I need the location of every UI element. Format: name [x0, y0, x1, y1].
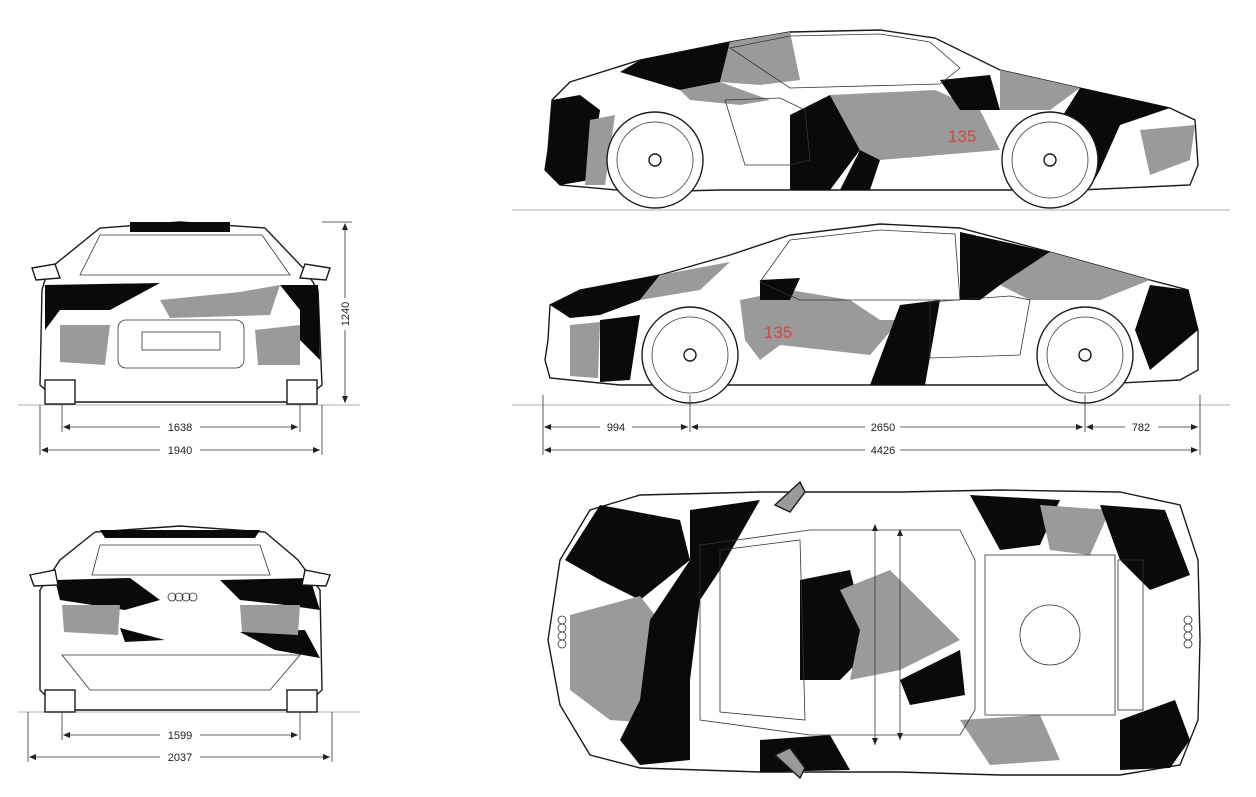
rear-hub [1078, 348, 1092, 362]
camo-patch [565, 505, 690, 600]
camo-patch [960, 232, 1050, 300]
camo-patch [790, 95, 860, 190]
rear-wheel [1036, 306, 1134, 404]
camo-number-label: 135 [764, 323, 792, 342]
right-mirror [299, 263, 331, 281]
front-view: 1240 1638 1940 [18, 221, 360, 457]
right-mirror [301, 569, 331, 587]
logo-ring [167, 592, 177, 602]
logo-ring [188, 592, 198, 602]
front-track-dim: 1638 [168, 422, 192, 434]
left-mirror [29, 569, 59, 587]
windshield [79, 234, 291, 276]
rear-track-dim: 1599 [168, 730, 192, 742]
rear-rim [1011, 121, 1089, 199]
front-hub [648, 153, 662, 167]
camo-patch [255, 325, 300, 365]
camo-patch [545, 95, 600, 185]
license-plate [141, 331, 221, 351]
camo-patch [1100, 505, 1190, 590]
front-rim [616, 121, 694, 199]
camo-patch [60, 325, 110, 365]
logo-ring [1183, 639, 1193, 649]
side-view-bottom: 135 994 2650 782 4426 [512, 223, 1230, 457]
camo-patch [120, 628, 165, 642]
camo-patch [45, 283, 160, 330]
camo-patch [1040, 505, 1110, 555]
rear-view: 1599 2037 [18, 525, 360, 764]
camo-patch [570, 322, 600, 378]
cockpit-outline [699, 529, 976, 736]
rear-vent [1117, 559, 1144, 711]
rear-window [91, 544, 271, 576]
logo-ring [557, 639, 567, 649]
windshield [719, 539, 806, 721]
front-grille [117, 319, 245, 369]
camo-patch [1000, 252, 1150, 300]
window-line [728, 33, 961, 89]
camo-patch [760, 278, 800, 300]
camo-patch [960, 715, 1060, 765]
camo-patch [870, 300, 940, 385]
length-dim: 4426 [871, 445, 895, 457]
camo-patch [1135, 285, 1198, 370]
rear-overhang-dim: 782 [1132, 422, 1150, 434]
front-overhang-dim: 994 [607, 422, 625, 434]
top-view [547, 480, 1201, 780]
camo-number-label: 135 [948, 127, 976, 146]
width-dim: 1940 [168, 445, 192, 457]
left-mirror [773, 480, 806, 513]
camo-patch [280, 285, 320, 360]
camo-patch [55, 578, 160, 610]
engine-detail [1019, 604, 1081, 666]
engine-bay [984, 554, 1116, 716]
camo-patch [740, 290, 900, 360]
camo-patch [720, 32, 800, 85]
camo-patch [620, 500, 760, 765]
camo-patch [940, 75, 1000, 110]
logo-ring [174, 592, 184, 602]
camo-patch [620, 42, 730, 90]
camo-patch [600, 315, 640, 382]
right-tire [286, 379, 318, 405]
front-wheel [606, 111, 704, 209]
left-tire [44, 689, 76, 713]
logo-ring [181, 592, 191, 602]
wheelbase-dim: 2650 [871, 422, 895, 434]
camo-patch [62, 605, 120, 635]
camo-patch [220, 578, 320, 610]
rear-hub [1043, 153, 1057, 167]
front-hub [683, 348, 697, 362]
front-rim [651, 316, 729, 394]
camo-patch [160, 285, 280, 318]
camo-patch [130, 222, 230, 232]
left-tire [44, 379, 76, 405]
right-mirror [773, 747, 806, 780]
camo-patch [240, 605, 300, 635]
mirror-width-dim: 2037 [168, 752, 192, 764]
camo-patch [640, 262, 730, 300]
camo-patch [1000, 70, 1080, 110]
camo-patch [240, 630, 320, 658]
front-wheel [641, 306, 739, 404]
side-intake [929, 295, 1031, 359]
height-dim: 1240 [340, 302, 352, 326]
right-tire [286, 689, 318, 713]
rear-rim [1046, 316, 1124, 394]
camo-patch [970, 495, 1060, 550]
camo-patch [550, 275, 660, 318]
camo-patch [840, 150, 880, 190]
camo-patch [1140, 125, 1195, 175]
side-intake [724, 97, 811, 166]
left-mirror [31, 263, 61, 281]
rear-diffuser [61, 654, 301, 691]
camo-patch [830, 90, 1000, 160]
rear-wheel [1001, 111, 1099, 209]
camo-patch [1120, 700, 1190, 770]
side-view-top: 135 [512, 29, 1230, 211]
camo-patch [100, 530, 260, 538]
camo-patch [900, 650, 965, 705]
